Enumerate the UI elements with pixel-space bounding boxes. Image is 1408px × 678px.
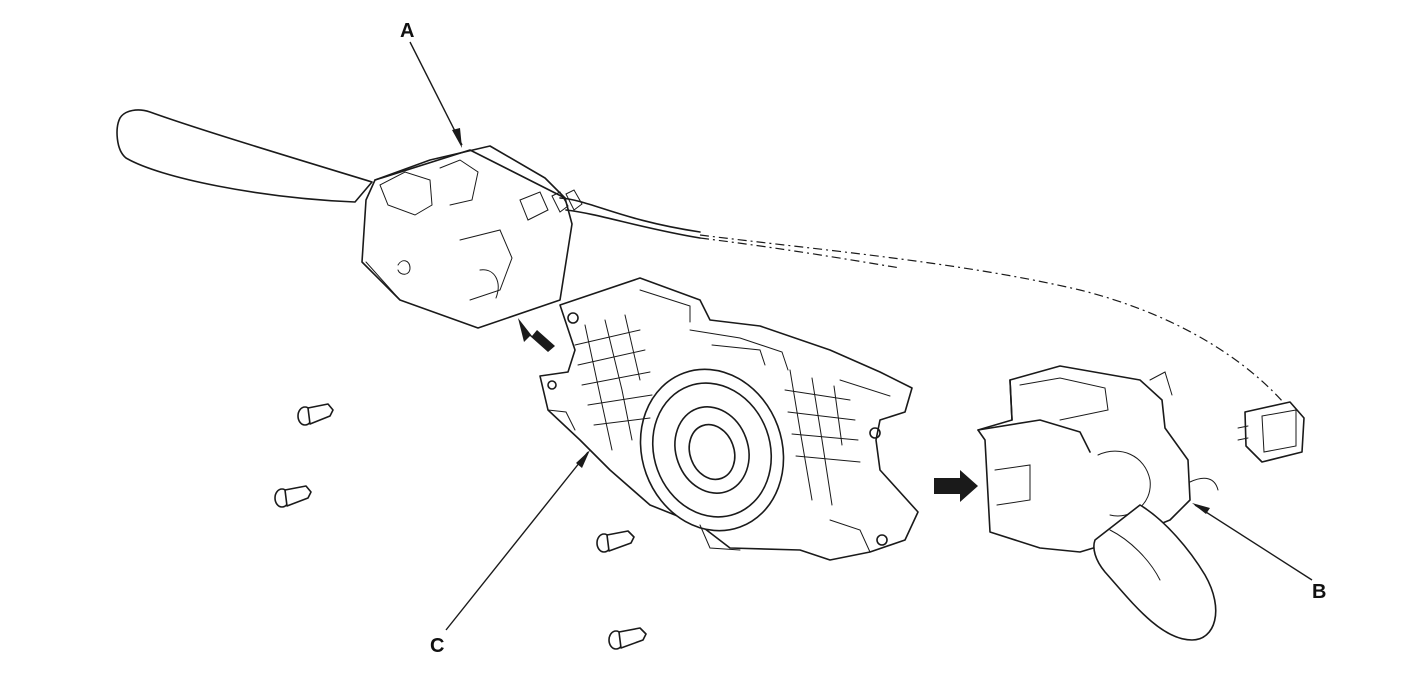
leader-line-a bbox=[409, 41, 463, 146]
screw-1 bbox=[297, 403, 334, 426]
removal-arrow-left bbox=[518, 318, 555, 352]
cable-reel-hub bbox=[688, 423, 736, 481]
harness-connector bbox=[1237, 401, 1305, 463]
leader-line-c bbox=[445, 451, 589, 631]
right-lever-switch bbox=[977, 365, 1219, 641]
left-lever-switch bbox=[116, 109, 701, 329]
callout-label-b: B bbox=[1312, 581, 1326, 603]
cable-reel-assembly bbox=[539, 277, 919, 561]
screw-3 bbox=[596, 530, 635, 553]
wire-harness-path bbox=[699, 234, 1291, 411]
removal-arrow-right bbox=[934, 470, 978, 502]
left-switch-body bbox=[361, 149, 573, 329]
callout-label-c: C bbox=[430, 635, 444, 657]
screw-4 bbox=[608, 627, 647, 650]
callout-label-a: A bbox=[400, 20, 414, 42]
leader-line-b bbox=[1194, 504, 1313, 581]
left-lever-stalk bbox=[116, 109, 373, 203]
screw-2 bbox=[274, 485, 312, 508]
